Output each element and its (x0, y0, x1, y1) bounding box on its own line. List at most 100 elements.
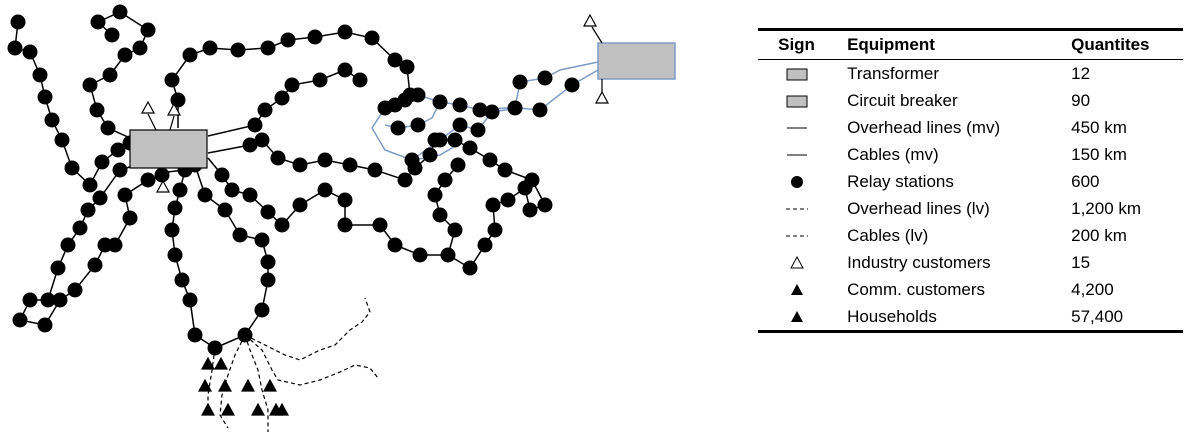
relay-station-node (82, 77, 98, 93)
relay-station-node (472, 102, 488, 118)
relay-station-node (507, 100, 523, 116)
relay-station-node (92, 190, 108, 206)
relay-station-node (140, 172, 156, 188)
relay-station-node (112, 4, 128, 20)
hollow-triangle-icon (789, 255, 804, 269)
relay-station-node (564, 77, 580, 93)
relay-station-node (22, 44, 38, 60)
legend-quantity-cell: 4,200 (1071, 279, 1114, 299)
relay-station-node (102, 67, 118, 83)
relay-station-node (230, 42, 246, 58)
relay-station-node (364, 30, 380, 46)
legend-equipment-cell: Overhead lines (lv) (847, 198, 990, 218)
relay-station-node (187, 327, 203, 343)
industry-customer-icon (594, 90, 610, 104)
relay-station-node (522, 202, 538, 218)
relay-station-node (312, 72, 328, 88)
relay-station-node (427, 187, 443, 203)
solid-line-icon (786, 154, 807, 156)
relay-station-node (377, 100, 393, 116)
relay-station-node (470, 122, 486, 138)
legend-equipment-cell: Households (835, 303, 1068, 333)
relay-station-node (500, 192, 516, 208)
filled-circle-icon (790, 176, 803, 189)
relay-station-node (317, 182, 333, 198)
relay-station-node (87, 257, 103, 273)
relay-station-node (367, 162, 383, 178)
relay-station-node (54, 132, 70, 148)
relay-station-node (207, 340, 223, 356)
legend-sign-cell (758, 222, 835, 249)
relay-station-node (247, 117, 263, 133)
equipment-column-header: Equipment (835, 28, 1068, 60)
relay-station-node (404, 152, 420, 168)
relay-station-node (477, 237, 493, 253)
legend-equipment-cell: Comm. customers (847, 279, 985, 299)
legend-equipment-cell: Relay stations (847, 171, 954, 191)
legend-sign-cell (758, 249, 835, 276)
relay-station-node (64, 160, 80, 176)
relay-station-node (432, 132, 448, 148)
legend-quantity-cell: 57,400 (1067, 303, 1183, 333)
relay-station-node (337, 217, 353, 233)
relay-station-node (254, 232, 270, 248)
relay-station-node (242, 187, 258, 203)
relay-station-node (397, 92, 413, 108)
legend-row: Overhead lines (lv)1,200 km (758, 195, 1183, 222)
household-icon (217, 378, 233, 392)
relay-station-node (387, 52, 403, 68)
relay-station-node (390, 120, 406, 136)
relay-station-node (90, 14, 106, 30)
relay-station-node (487, 222, 503, 238)
relay-station-node (100, 120, 116, 136)
relay-station-node (52, 292, 68, 308)
household-icon (200, 402, 216, 416)
quantities-column-header: Quantites (1067, 28, 1183, 60)
relay-station-node (452, 117, 468, 133)
low-voltage-line (244, 334, 379, 386)
legend-quantity-cell: 12 (1071, 63, 1091, 83)
relay-station-node (117, 47, 133, 63)
customers (140, 13, 610, 416)
relay-station-node (292, 157, 308, 173)
relay-station-node (260, 204, 276, 220)
relay-station-node (112, 162, 128, 178)
relay-station-node (462, 260, 478, 276)
gray-box-icon (786, 68, 808, 81)
relay-station-node (260, 40, 276, 56)
relay-station-node (432, 207, 448, 223)
relay-station-node (44, 112, 60, 128)
overhead-line (89, 11, 149, 139)
relay-station-node (67, 282, 83, 298)
household-icon (240, 378, 256, 392)
legend-header-row: Sign Equipment Quantites (758, 28, 1183, 60)
relay-station-node (462, 140, 478, 156)
household-icon (262, 378, 278, 392)
relay-station-node (22, 292, 38, 308)
relay-station-node (167, 247, 183, 263)
relay-station-node (172, 182, 188, 198)
legend-equipment-cell: Circuit breaker (847, 90, 958, 110)
filled-triangle-icon (790, 311, 803, 323)
relay-station-node (254, 302, 270, 318)
relay-station-node (182, 292, 198, 308)
relay-station-node (104, 27, 120, 43)
relay-station-node (440, 247, 456, 263)
sign-column-header: Sign (758, 28, 836, 60)
main-transformer-box (129, 129, 208, 169)
legend-sign-cell (758, 276, 835, 303)
legend-equipment-cell: Cables (lv) (847, 225, 929, 245)
relay-station-node (482, 152, 498, 168)
relay-station-node (537, 197, 553, 213)
relay-station-node (60, 237, 76, 253)
relay-station-node (270, 150, 286, 166)
relay-station-node (260, 272, 276, 288)
legend-equipment-cell: Cables (mv) (847, 144, 939, 164)
legend-equipment-cell: Industry customers (847, 252, 991, 272)
relay-station-node (274, 90, 290, 106)
relay-station-node (89, 102, 105, 118)
relay-station-node (410, 87, 426, 103)
